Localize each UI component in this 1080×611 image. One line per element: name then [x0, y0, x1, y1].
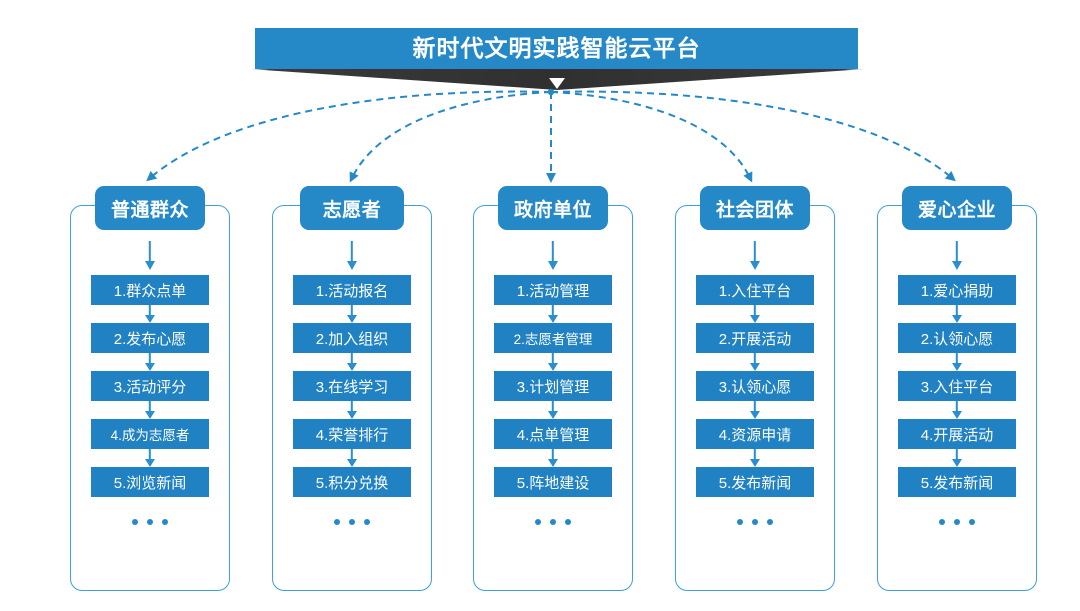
arrow-down-icon: [950, 449, 964, 467]
list-item[interactable]: 1.入住平台: [696, 275, 814, 305]
arrow-header-to-item-icon: [143, 241, 157, 271]
arrow-down-icon: [748, 449, 762, 467]
role-column-社会团体: 社会团体 1.入住平台 2.开展活动 3.认领心愿 4.资源申请 5.发布新闻: [675, 186, 835, 591]
column-header-4[interactable]: 社会团体: [699, 186, 811, 230]
list-item[interactable]: 1.活动报名: [293, 275, 411, 305]
arrow-down-icon: [748, 305, 762, 323]
column-item-list-3: 1.活动管理 2.志愿者管理 3.计划管理 4.点单管理 5.阵地建设: [473, 267, 633, 525]
list-item[interactable]: 3.活动评分: [91, 371, 209, 401]
arrow-down-icon: [546, 449, 560, 467]
arrow-down-icon: [345, 401, 359, 419]
list-item[interactable]: 5.发布新闻: [898, 467, 1016, 497]
arrow-down-icon: [950, 401, 964, 419]
list-item[interactable]: 4.资源申请: [696, 419, 814, 449]
list-item[interactable]: 3.计划管理: [494, 371, 612, 401]
list-item[interactable]: 1.爱心捐助: [898, 275, 1016, 305]
arrow-down-icon: [143, 449, 157, 467]
list-item[interactable]: 3.认领心愿: [696, 371, 814, 401]
page-title: 新时代文明实践智能云平台: [412, 35, 701, 61]
arrow-down-icon: [546, 401, 560, 419]
arrow-down-icon: [345, 353, 359, 371]
arrow-down-icon: [143, 305, 157, 323]
list-item[interactable]: 4.点单管理: [494, 419, 612, 449]
list-item[interactable]: 5.阵地建设: [494, 467, 612, 497]
arrow-header-to-item-icon: [950, 241, 964, 271]
list-item[interactable]: 2.发布心愿: [91, 323, 209, 353]
more-items-ellipsis-icon: [334, 519, 370, 525]
column-header-3[interactable]: 政府单位: [497, 186, 609, 230]
arrow-down-icon: [546, 305, 560, 323]
role-column-政府单位: 政府单位 1.活动管理 2.志愿者管理 3.计划管理 4.点单管理 5.阵地建设: [473, 186, 633, 591]
arrow-header-to-item-icon: [748, 241, 762, 271]
arrow-down-icon: [546, 353, 560, 371]
list-item[interactable]: 5.积分兑换: [293, 467, 411, 497]
arrow-down-icon: [748, 401, 762, 419]
more-items-ellipsis-icon: [132, 519, 168, 525]
arrow-header-to-item-icon: [546, 241, 560, 271]
column-header-5[interactable]: 爱心企业: [901, 186, 1013, 230]
column-header-2[interactable]: 志愿者: [300, 186, 404, 230]
arrow-down-icon: [143, 401, 157, 419]
column-item-list-5: 1.爱心捐助 2.认领心愿 3.入住平台 4.开展活动 5.发布新闻: [877, 267, 1037, 525]
list-item[interactable]: 2.加入组织: [293, 323, 411, 353]
arrow-down-icon: [950, 305, 964, 323]
column-header-1[interactable]: 普通群众: [94, 186, 206, 230]
list-item[interactable]: 5.发布新闻: [696, 467, 814, 497]
arrow-down-icon: [748, 353, 762, 371]
arrow-down-icon: [950, 353, 964, 371]
more-items-ellipsis-icon: [939, 519, 975, 525]
role-column-志愿者: 志愿者 1.活动报名 2.加入组织 3.在线学习 4.荣誉排行 5.积分兑换: [272, 186, 432, 591]
list-item[interactable]: 2.志愿者管理: [494, 323, 612, 353]
platform-title-banner: 新时代文明实践智能云平台: [255, 28, 858, 69]
more-items-ellipsis-icon: [535, 519, 571, 525]
list-item[interactable]: 4.成为志愿者: [91, 419, 209, 449]
list-item[interactable]: 4.开展活动: [898, 419, 1016, 449]
arrow-down-icon: [143, 353, 157, 371]
arrow-header-to-item-icon: [345, 241, 359, 271]
list-item[interactable]: 5.浏览新闻: [91, 467, 209, 497]
list-item[interactable]: 3.在线学习: [293, 371, 411, 401]
list-item[interactable]: 4.荣誉排行: [293, 419, 411, 449]
list-item[interactable]: 2.认领心愿: [898, 323, 1016, 353]
column-item-list-2: 1.活动报名 2.加入组织 3.在线学习 4.荣誉排行 5.积分兑换: [272, 267, 432, 525]
role-column-爱心企业: 爱心企业 1.爱心捐助 2.认领心愿 3.入住平台 4.开展活动 5.发布新闻: [877, 186, 1037, 591]
list-item[interactable]: 2.开展活动: [696, 323, 814, 353]
column-item-list-4: 1.入住平台 2.开展活动 3.认领心愿 4.资源申请 5.发布新闻: [675, 267, 835, 525]
column-item-list-1: 1.群众点单 2.发布心愿 3.活动评分 4.成为志愿者 5.浏览新闻: [70, 267, 230, 525]
arrow-down-icon: [345, 305, 359, 323]
list-item[interactable]: 3.入住平台: [898, 371, 1016, 401]
list-item[interactable]: 1.活动管理: [494, 275, 612, 305]
list-item[interactable]: 1.群众点单: [91, 275, 209, 305]
more-items-ellipsis-icon: [737, 519, 773, 525]
role-column-普通群众: 普通群众 1.群众点单 2.发布心愿 3.活动评分 4.成为志愿者 5.浏览新闻: [70, 186, 230, 591]
arrow-down-icon: [345, 449, 359, 467]
